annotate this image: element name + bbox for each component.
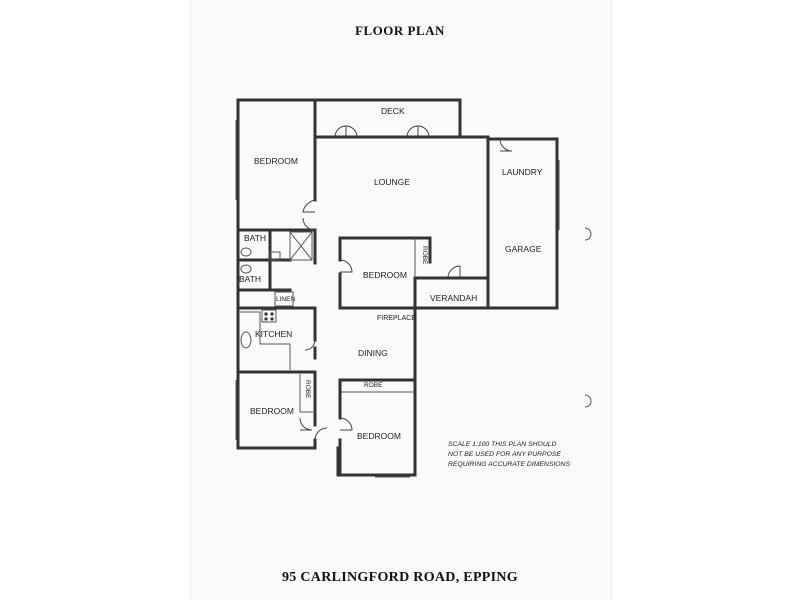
room-label-linen: LINEN bbox=[276, 296, 296, 303]
room-label-bath-1: BATH bbox=[244, 233, 267, 243]
scale-note: SCALE 1:100 THIS PLAN SHOULD NOT BE USED… bbox=[448, 440, 570, 470]
window-marks bbox=[235, 120, 560, 478]
room-label-kitchen: KITCHEN bbox=[255, 329, 293, 339]
room-label-robe-sw: ROBE bbox=[304, 380, 311, 399]
outer-walls bbox=[236, 98, 490, 477]
room-label-lounge: LOUNGE bbox=[374, 177, 410, 187]
scale-note-line-2: NOT BE USED FOR ANY PURPOSE bbox=[448, 451, 561, 458]
room-label-laundry: LAUNDRY bbox=[502, 167, 543, 177]
binder-marks bbox=[584, 227, 592, 408]
room-label-robe-s: ROBE bbox=[364, 382, 383, 389]
plan-title: FLOOR PLAN bbox=[355, 23, 445, 38]
room-label-garage: GARAGE bbox=[505, 244, 542, 254]
room-label-dining: DINING bbox=[358, 348, 388, 358]
room-label-deck: DECK bbox=[381, 106, 405, 116]
room-label-robe-mid: ROBE bbox=[421, 246, 428, 265]
room-label-bath-2: BATH bbox=[239, 274, 262, 284]
room-label-bedroom-s: BEDROOM bbox=[357, 431, 401, 441]
interior-walls bbox=[236, 135, 490, 477]
room-label-fireplace: FIREPLACE bbox=[377, 315, 416, 322]
bath-fixtures bbox=[240, 231, 313, 274]
room-label-bedroom-sw: BEDROOM bbox=[250, 406, 294, 416]
deck-doors bbox=[334, 125, 430, 138]
scale-note-line-1: SCALE 1:100 THIS PLAN SHOULD bbox=[448, 441, 557, 448]
kitchen-stove bbox=[240, 309, 277, 349]
address-caption: 95 CARLINGFORD ROAD, EPPING bbox=[282, 570, 518, 585]
garage-walls bbox=[486, 137, 559, 310]
doors bbox=[299, 138, 513, 441]
room-label-bedroom-nw: BEDROOM bbox=[254, 156, 298, 166]
room-label-bedroom-mid: BEDROOM bbox=[363, 270, 407, 280]
room-label-verandah: VERANDAH bbox=[430, 293, 478, 303]
scale-note-line-3: REQUIRING ACCURATE DIMENSIONS bbox=[448, 461, 570, 468]
